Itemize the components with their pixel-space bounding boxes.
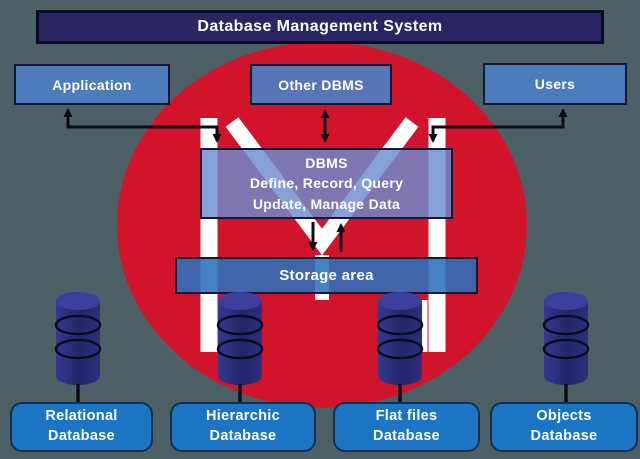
other-dbms-label: Other DBMS bbox=[278, 76, 364, 93]
dbms-functions-line1: Define, Record, Query bbox=[249, 175, 404, 192]
application-box: Application bbox=[14, 64, 170, 105]
page-title-label: Database Management System bbox=[197, 18, 443, 35]
dbms-box: DBMS Define, Record, Query Update, Manag… bbox=[200, 148, 453, 219]
application-label: Application bbox=[52, 76, 132, 93]
hierarchic-database-box: Hierarchic Database bbox=[170, 402, 316, 452]
relational-database-label2: Database bbox=[48, 428, 115, 444]
database-cylinder-icon bbox=[216, 292, 264, 385]
relational-database-label: Relational bbox=[45, 408, 118, 425]
page-title: Database Management System bbox=[36, 10, 604, 44]
flat-files-database-label2: Database bbox=[373, 428, 440, 444]
objects-database-label2: Database bbox=[530, 428, 598, 444]
objects-database-label: Objects bbox=[536, 408, 592, 425]
dbms-functions-line2: Update, Manage Data bbox=[252, 195, 401, 212]
hierarchic-database-label2: Database bbox=[209, 428, 277, 444]
database-cylinder-icon bbox=[542, 292, 590, 385]
other-dbms-box: Other DBMS bbox=[250, 64, 392, 105]
relational-database-box: Relational Database bbox=[10, 402, 153, 452]
hierarchic-database-label: Hierarchic bbox=[206, 408, 280, 425]
users-label: Users bbox=[534, 76, 576, 92]
flat-files-database-label: Flat files bbox=[375, 408, 438, 425]
storage-area-box: Storage area bbox=[175, 257, 478, 294]
database-cylinder-icon bbox=[376, 292, 424, 385]
dbms-title: DBMS bbox=[305, 155, 348, 172]
application-dbms-arrow bbox=[63, 108, 222, 143]
users-dbms-arrow bbox=[428, 108, 568, 143]
objects-database-box: Objects Database bbox=[490, 402, 638, 452]
storage-area-label: Storage area bbox=[279, 267, 374, 284]
users-box: Users bbox=[483, 63, 627, 105]
database-cylinder-icon bbox=[54, 292, 102, 385]
flat-files-database-box: Flat files Database bbox=[333, 402, 480, 452]
